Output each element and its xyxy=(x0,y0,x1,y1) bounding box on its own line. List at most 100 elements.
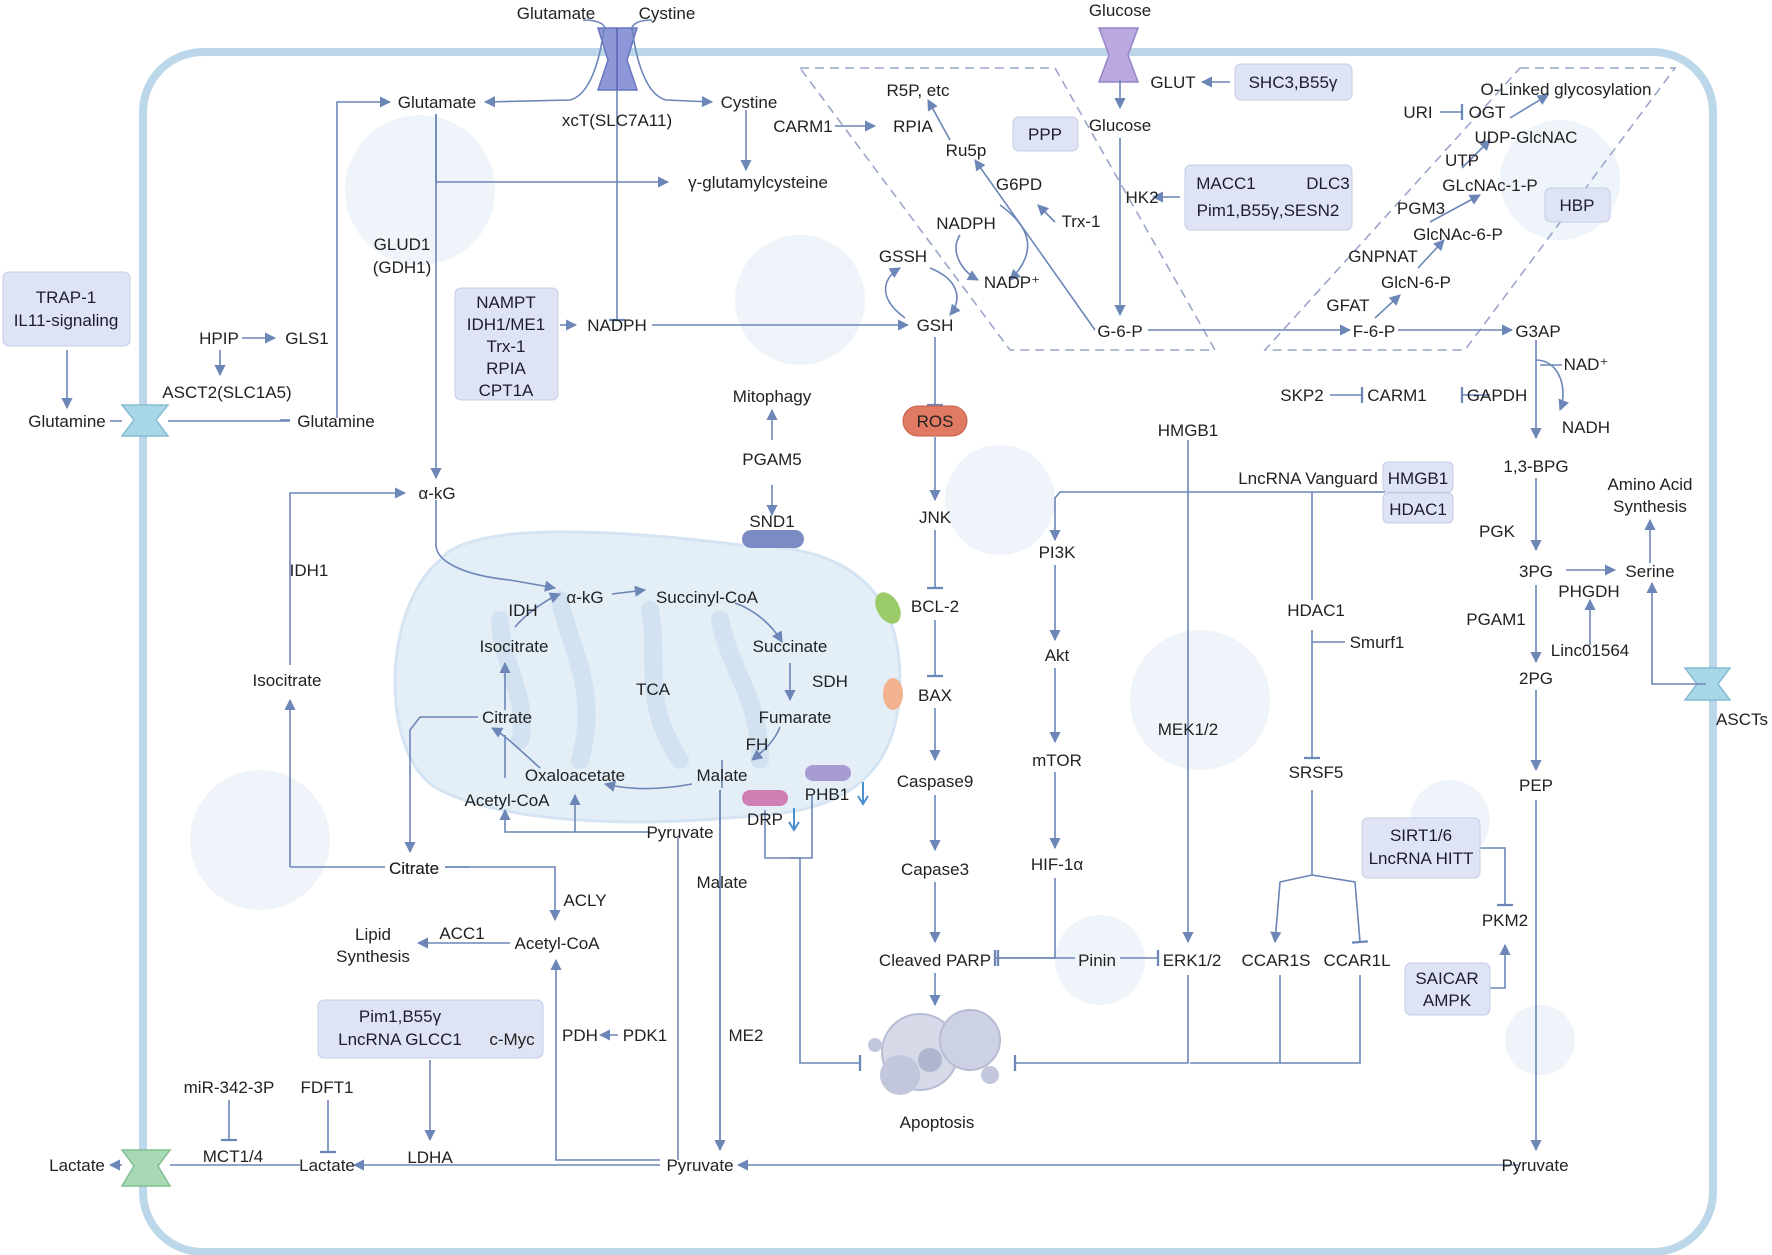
gnpnat: GNPNAT xyxy=(1348,247,1418,266)
lactate-out: Lactate xyxy=(49,1156,105,1175)
cystine-top: Cystine xyxy=(639,4,696,23)
sirt-box xyxy=(1361,817,1481,879)
carm1-gly: CARM1 xyxy=(1367,386,1427,405)
bcl2-blob xyxy=(875,592,901,624)
ru5p: Ru5p xyxy=(946,141,987,160)
sirt-line-2: LncRNA HITT xyxy=(1369,849,1474,868)
hdac1-box xyxy=(1382,492,1454,524)
mitophagy: Mitophagy xyxy=(733,387,812,406)
ros: ROS xyxy=(917,412,954,431)
pkm2: PKM2 xyxy=(1482,911,1528,930)
saicar-box xyxy=(1404,962,1491,1016)
nad-plus: NAD⁺ xyxy=(1564,355,1609,374)
linc01564: Linc01564 xyxy=(1551,641,1629,660)
pg2: 2PG xyxy=(1519,669,1553,688)
phgdh: PHGDH xyxy=(1558,582,1619,601)
malate-out: Malate xyxy=(696,873,747,892)
rpia: RPIA xyxy=(893,117,933,136)
mitochondrion xyxy=(393,530,902,824)
skp2: SKP2 xyxy=(1280,386,1323,405)
succinate: Succinate xyxy=(753,637,828,656)
idh1: IDH1 xyxy=(290,561,329,580)
ldha: LDHA xyxy=(407,1148,453,1167)
glucose-transporter xyxy=(1097,27,1140,83)
gsh: GSH xyxy=(917,316,954,335)
pyruvate-right: Pyruvate xyxy=(1501,1156,1568,1175)
apoptosis: Apoptosis xyxy=(900,1113,975,1132)
cmyc: c-Myc xyxy=(489,1030,535,1049)
phb1-blob xyxy=(805,765,851,781)
pim1-sesn2-label: Pim1,B55γ,SESN2 xyxy=(1197,201,1340,220)
macc1-label: MACC1 xyxy=(1196,174,1256,193)
serine: Serine xyxy=(1625,562,1674,581)
g6pd: G6PD xyxy=(996,175,1042,194)
glut: GLUT xyxy=(1150,73,1195,92)
gfat: GFAT xyxy=(1326,296,1369,315)
glutamate-top: Glutamate xyxy=(517,4,595,23)
bcl2: BCL-2 xyxy=(911,597,959,616)
apoptotic-cell-icon xyxy=(868,1009,1001,1095)
akg-tca: α-kG xyxy=(566,588,603,607)
node-labels: Glutamate Cystine Glucose Glutamate Cyst… xyxy=(28,1,1768,1175)
gls1: GLS1 xyxy=(285,329,328,348)
pim1-line-1: Pim1,B55γ xyxy=(359,1007,442,1026)
acc1: ACC1 xyxy=(439,924,484,943)
akg-top: α-kG xyxy=(418,484,455,503)
pyruvate-bottom: Pyruvate xyxy=(666,1156,733,1175)
ros-blob xyxy=(902,405,968,437)
g3ap: G3AP xyxy=(1515,322,1560,341)
shc3-box xyxy=(1234,63,1353,101)
bpg: 1,3-BPG xyxy=(1503,457,1568,476)
nadph-ppp: NADPH xyxy=(936,214,996,233)
uri: URI xyxy=(1403,103,1432,122)
nampt-line-2: IDH1/ME1 xyxy=(467,315,545,334)
g6p: G-6-P xyxy=(1097,322,1142,341)
pim1-box xyxy=(317,999,544,1059)
erk: ERK1/2 xyxy=(1163,951,1222,970)
hk2: HK2 xyxy=(1125,188,1158,207)
isocitrate-tca: Isocitrate xyxy=(480,637,549,656)
nampt-line-5: CPT1A xyxy=(479,381,534,400)
ppp-box xyxy=(1012,116,1079,152)
trap1-line-1: TRAP-1 xyxy=(36,288,96,307)
srsf5: SRSF5 xyxy=(1289,763,1344,782)
pg3: 3PG xyxy=(1519,562,1553,581)
down-arrow-icon xyxy=(788,782,869,832)
trx1-ppp: Trx-1 xyxy=(1061,212,1100,231)
lipid: Lipid xyxy=(355,925,391,944)
nampt-box xyxy=(454,287,559,401)
pi3k: PI3K xyxy=(1039,543,1077,562)
fdft1: FDFT1 xyxy=(301,1078,354,1097)
asct2-transporter xyxy=(120,404,170,437)
shc3-label: SHC3,B55γ xyxy=(1249,73,1338,92)
oxaloacetate: Oxaloacetate xyxy=(525,766,625,785)
bax-blob xyxy=(883,678,903,710)
ppp-region xyxy=(798,67,1217,351)
nadh: NADH xyxy=(1562,418,1610,437)
citrate-low: Citrate xyxy=(389,859,439,878)
f6p: F-6-P xyxy=(1353,322,1396,341)
synthesis-aa: Synthesis xyxy=(1613,497,1687,516)
mek: MEK1/2 xyxy=(1158,720,1218,739)
nampt-line-1: NAMPT xyxy=(476,293,536,312)
glcnac1p: GLcNAc-1-P xyxy=(1442,176,1537,195)
udp-glcnac: UDP-GlcNAC xyxy=(1475,128,1578,147)
macc1-box xyxy=(1184,164,1353,231)
lactate-transporter xyxy=(120,1149,172,1187)
nadph-mid: NADPH xyxy=(587,316,647,335)
ccar1l: CCAR1L xyxy=(1323,951,1390,970)
capase3: Capase3 xyxy=(901,860,969,879)
trap1-line-2: IL11-signaling xyxy=(14,311,119,330)
fh: FH xyxy=(746,735,769,754)
ascts: ASCTs xyxy=(1716,710,1768,729)
acetyl-coa: Acetyl-CoA xyxy=(514,934,600,953)
glcn6p: GlcN-6-P xyxy=(1381,273,1451,292)
trap1-box xyxy=(2,271,131,347)
xct: xcT(SLC7A11) xyxy=(562,111,672,130)
nampt-line-4: RPIA xyxy=(486,359,526,378)
acly: ACLY xyxy=(563,891,606,910)
tca: TCA xyxy=(636,680,671,699)
xct-transporter xyxy=(596,27,639,91)
glutamate: Glutamate xyxy=(398,93,476,112)
pdh: PDH xyxy=(562,1026,598,1045)
